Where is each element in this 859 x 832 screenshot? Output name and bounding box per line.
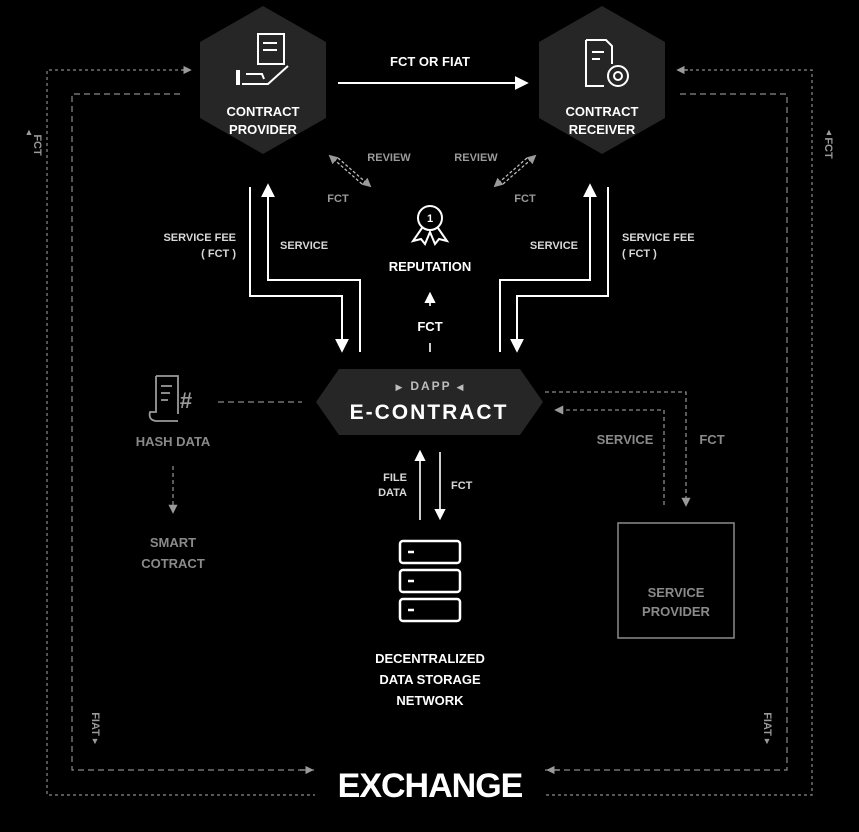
service-fee-right-line2: ( FCT ) — [622, 248, 657, 260]
service-fee-right-line1: SERVICE FEE — [622, 232, 695, 244]
contract-receiver-line2: RECEIVER — [569, 122, 636, 137]
outer-loop-left — [46, 69, 315, 796]
storage-line3: NETWORK — [396, 693, 464, 708]
service-fee-left-line2: ( FCT ) — [201, 248, 236, 260]
review-left-label: REVIEW — [367, 152, 411, 164]
contract-provider-node: CONTRACT PROVIDER — [200, 6, 326, 154]
fct-vertical-left: FCT — [31, 134, 43, 156]
reputation-label: REPUTATION — [389, 259, 472, 274]
service-provider-paths — [545, 391, 691, 507]
service-provider-line1: SERVICE — [648, 585, 705, 600]
award-medal-icon — [410, 205, 450, 246]
contract-receiver-line1: CONTRACT — [566, 104, 639, 119]
service-left-label: SERVICE — [280, 240, 328, 252]
fiat-vertical-left: FIAT — [89, 712, 101, 736]
service-provider-box — [617, 522, 735, 639]
smart-contract-line2: COTRACT — [141, 556, 205, 571]
contract-receiver-node: CONTRACT RECEIVER — [539, 6, 665, 154]
fct-sp-label: FCT — [699, 432, 724, 447]
dapp-left-marker: ▶ — [396, 382, 403, 392]
e-contract-label: E-CONTRACT — [350, 401, 509, 424]
dapp-right-marker: ◀ — [457, 382, 464, 392]
reputation-badge-number: 1 — [427, 213, 433, 225]
fiat-vertical-right-arrow: ▼ — [763, 736, 772, 746]
fct-right-label: FCT — [514, 193, 536, 205]
dapp-label: DAPP — [410, 379, 451, 393]
fiat-vertical-right: FIAT — [761, 712, 773, 736]
file-data-line1: FILE — [383, 472, 407, 484]
service-fee-left-line1: SERVICE FEE — [163, 232, 236, 244]
fct-to-reputation-label: FCT — [417, 319, 442, 334]
fct-left-label: FCT — [327, 193, 349, 205]
fct-vertical-right-arrow: ▲ — [825, 127, 834, 137]
svg-text:FCT: FCT — [822, 137, 834, 159]
right-service-paths — [499, 183, 609, 353]
fct-or-fiat-label: FCT OR FIAT — [390, 54, 470, 69]
review-right-label: REVIEW — [454, 152, 498, 164]
left-service-paths — [249, 183, 361, 353]
hash-document-icon — [148, 375, 179, 422]
hash-symbol-icon: # — [180, 388, 192, 413]
service-sp-label: SERVICE — [597, 432, 654, 447]
storage-line2: DATA STORAGE — [379, 672, 481, 687]
fiat-vertical-left-arrow: ▼ — [91, 736, 100, 746]
server-stack-icon — [398, 539, 462, 623]
smart-contract-line1: SMART — [150, 535, 196, 550]
review-arrows-left — [328, 154, 372, 188]
storage-line1: DECENTRALIZED — [375, 651, 485, 666]
fct-storage-label: FCT — [451, 480, 473, 492]
review-arrows-right — [493, 154, 537, 188]
contract-provider-line1: CONTRACT — [227, 104, 300, 119]
exchange-label: EXCHANGE — [338, 767, 523, 805]
svg-text:FIAT: FIAT — [761, 712, 773, 736]
contract-provider-line2: PROVIDER — [229, 122, 298, 137]
svg-text:FIAT: FIAT — [89, 712, 101, 736]
service-right-label: SERVICE — [530, 240, 578, 252]
file-data-line2: DATA — [378, 487, 407, 499]
outer-loop-right — [545, 69, 813, 796]
contract-gear-icon — [585, 39, 629, 87]
fct-vertical-left-arrow: ▲ — [25, 127, 34, 137]
hash-data-label: HASH DATA — [136, 434, 211, 449]
e-contract-node: ▶ DAPP ◀ E-CONTRACT — [316, 369, 543, 435]
hand-contract-icon — [236, 33, 289, 85]
svg-text:FCT: FCT — [31, 134, 43, 156]
fct-vertical-right: FCT — [822, 137, 834, 159]
service-provider-line2: PROVIDER — [642, 604, 711, 619]
